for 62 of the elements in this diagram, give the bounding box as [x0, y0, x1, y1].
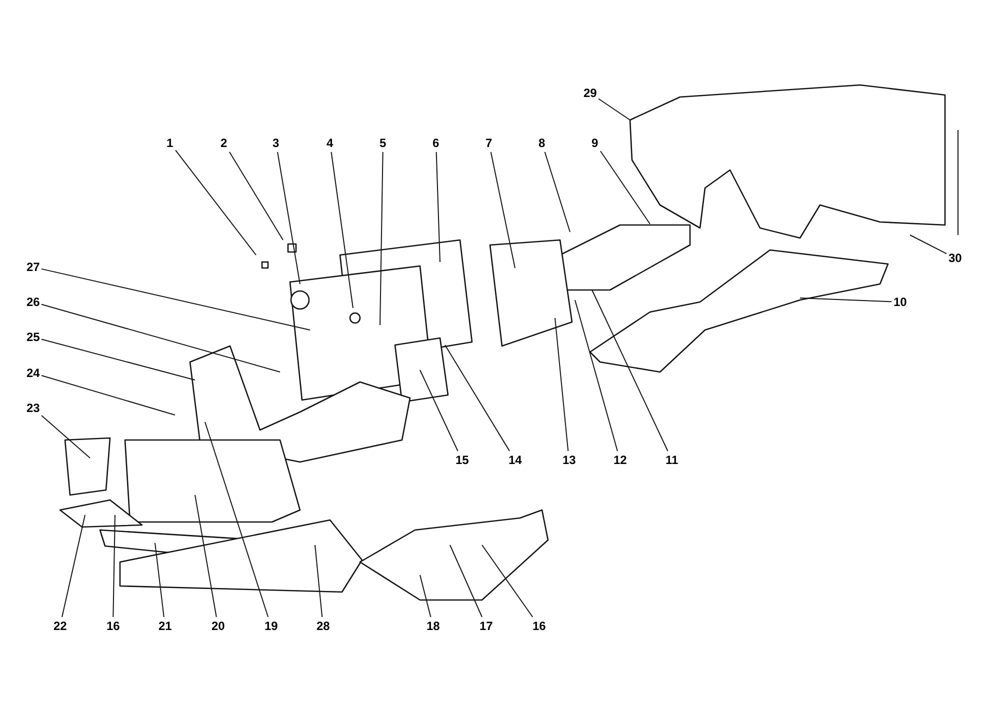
callout-number: 22: [54, 619, 67, 633]
leader-line: [482, 544, 534, 618]
callout-number: 29: [584, 86, 597, 100]
leader-line: [544, 152, 570, 232]
leader-line: [574, 300, 618, 452]
callout-number: 3: [272, 136, 280, 150]
callout-number: 16: [106, 619, 120, 633]
callout-number: 30: [948, 251, 962, 265]
leader-line: [154, 542, 164, 618]
leader-line: [62, 514, 86, 618]
leader-line: [592, 290, 668, 452]
leader-line: [41, 338, 196, 380]
callout-number: 13: [562, 453, 576, 467]
leader-line: [41, 304, 280, 372]
callout-number: 5: [380, 136, 386, 150]
leader-line: [444, 344, 510, 452]
leader-line: [330, 152, 354, 308]
callout-number: 24: [26, 366, 40, 380]
callout-number: 23: [26, 401, 40, 415]
callout-number: 26: [26, 295, 40, 309]
callout-number: 18: [426, 619, 440, 633]
leader-line: [800, 298, 892, 302]
callout-number: 9: [592, 136, 598, 150]
callout-number: 20: [212, 619, 225, 633]
callout-number: 10: [894, 295, 907, 309]
leader-line: [420, 370, 458, 452]
leader-line: [228, 152, 284, 240]
leader-line: [41, 375, 176, 416]
leader-line: [175, 150, 256, 256]
callout-number: 6: [432, 136, 440, 150]
callout-number: 4: [326, 136, 334, 150]
callout-number: 15: [456, 453, 469, 467]
leader-line: [600, 150, 650, 224]
leader-line: [420, 574, 432, 618]
callout-number: 12: [614, 453, 627, 467]
leader-line: [314, 544, 323, 618]
callout-number: 14: [508, 453, 522, 467]
leader-line: [112, 514, 116, 618]
callout-number: 1: [166, 136, 174, 150]
callout-number: 27: [26, 260, 40, 274]
callout-number: 2: [220, 136, 228, 150]
callout-number: 25: [26, 330, 40, 344]
leader-line: [41, 268, 310, 330]
callout-number: 16: [532, 619, 546, 633]
leader-line: [450, 544, 482, 618]
callout-number: 28: [316, 619, 330, 633]
leader-line: [41, 414, 90, 458]
leader-line: [194, 494, 217, 618]
callout-number: 7: [486, 136, 492, 150]
callout-number: 8: [538, 136, 546, 150]
callout-number: 19: [264, 619, 278, 633]
leader-line: [380, 152, 384, 326]
leader-line: [436, 152, 440, 262]
callout-number: 21: [158, 619, 172, 633]
leader-line: [598, 98, 630, 120]
leader-line: [910, 234, 947, 254]
leader-line: [277, 152, 300, 284]
leader-line: [490, 152, 516, 268]
leader-line: [204, 422, 269, 618]
callout-number: 17: [480, 619, 493, 633]
leader-line: [554, 318, 569, 452]
callout-number: 11: [666, 453, 678, 467]
